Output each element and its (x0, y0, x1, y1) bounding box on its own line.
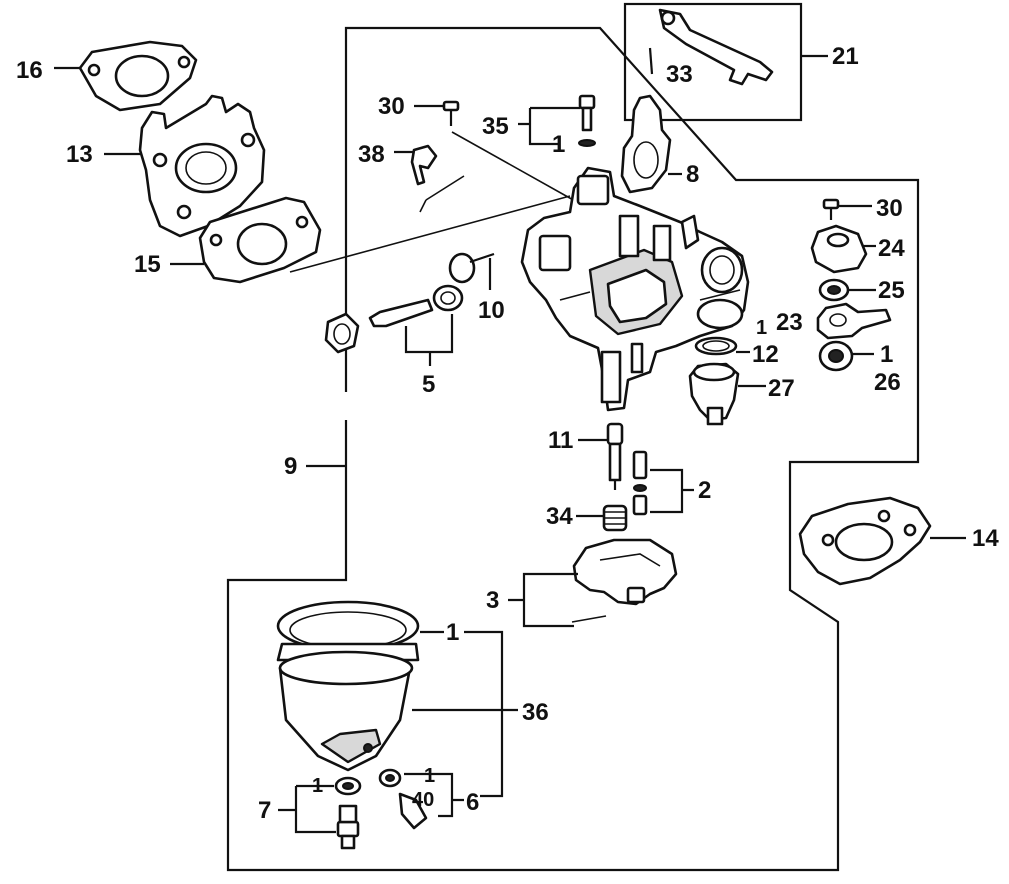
gasket-16 (54, 40, 198, 112)
label-3: 3 (486, 587, 499, 614)
bracket-6 (404, 772, 464, 818)
gasket-14 (798, 496, 966, 586)
screw-30-top (414, 100, 460, 126)
label-35: 35 (482, 113, 509, 140)
alignment-line-a (289, 195, 571, 273)
part-8 (620, 94, 682, 194)
label-10: 10 (478, 297, 505, 324)
bracket-2 (650, 468, 694, 514)
bracket-7 (278, 784, 336, 834)
valve-35 (518, 94, 596, 147)
diaphragm-25 (818, 278, 876, 302)
choke-lever-box (623, 2, 803, 122)
label-33: 33 (666, 61, 693, 88)
label-7: 7 (258, 797, 271, 824)
label-27: 27 (768, 375, 795, 402)
label-15: 15 (134, 251, 161, 278)
screw-10 (448, 252, 495, 290)
choke-lever-group (623, 2, 828, 122)
label-9: 9 (284, 453, 297, 480)
label-1-valve: 1 (552, 131, 565, 158)
part-38 (394, 144, 465, 213)
label-36: 36 (522, 699, 549, 726)
label-1-diaphragm: 1 (756, 317, 767, 339)
label-24: 24 (878, 235, 905, 262)
label-23: 23 (776, 309, 803, 336)
lever-23 (816, 302, 892, 340)
label-14: 14 (972, 525, 999, 552)
choke-lever-pivot (660, 10, 676, 26)
choke-lever (658, 8, 774, 86)
label-11: 11 (548, 427, 573, 454)
label-16: 16 (16, 57, 43, 84)
label-13: 13 (66, 141, 93, 168)
label-26: 26 (874, 369, 901, 396)
label-1-bowl: 1 (446, 619, 459, 646)
label-6: 6 (466, 789, 479, 816)
gasket-15 (170, 196, 322, 284)
label-12: 12 (752, 341, 779, 368)
label-30-top: 30 (378, 93, 405, 120)
bracket-5 (404, 314, 454, 366)
label-8: 8 (686, 161, 699, 188)
screw-5 (368, 284, 464, 366)
label-30-right: 30 (876, 195, 903, 222)
washer-7 (278, 776, 362, 850)
label-1-washer: 1 (312, 775, 323, 797)
carburetor-body (520, 166, 750, 412)
label-2: 2 (698, 477, 711, 504)
body-26 (818, 340, 874, 372)
oring-12 (694, 336, 750, 356)
float-3 (508, 538, 678, 628)
label-5: 5 (422, 371, 435, 398)
spring-34 (576, 504, 628, 532)
label-1-body26: 1 (880, 341, 893, 368)
needle-11 (578, 422, 624, 490)
cover-24 (810, 224, 876, 274)
clip-left (324, 312, 360, 354)
screw-40 (378, 768, 464, 830)
label-34: 34 (546, 503, 573, 530)
jet-27 (688, 362, 766, 426)
lever-screw-33 (648, 47, 654, 75)
bracket-3 (508, 572, 578, 628)
label-40: 40 (412, 789, 434, 811)
jet-2 (632, 450, 694, 516)
assembly-boundary (226, 26, 920, 872)
screw-30-right (822, 198, 872, 220)
label-38: 38 (358, 141, 385, 168)
bracket-35 (518, 106, 580, 146)
label-25: 25 (878, 277, 905, 304)
label-21: 21 (832, 43, 859, 70)
insulator-13 (104, 94, 266, 238)
bracket-36 (464, 630, 504, 798)
label-1-screw: 1 (424, 765, 435, 787)
alignment-line-b (451, 131, 585, 207)
float-bowl-36 (276, 600, 518, 798)
